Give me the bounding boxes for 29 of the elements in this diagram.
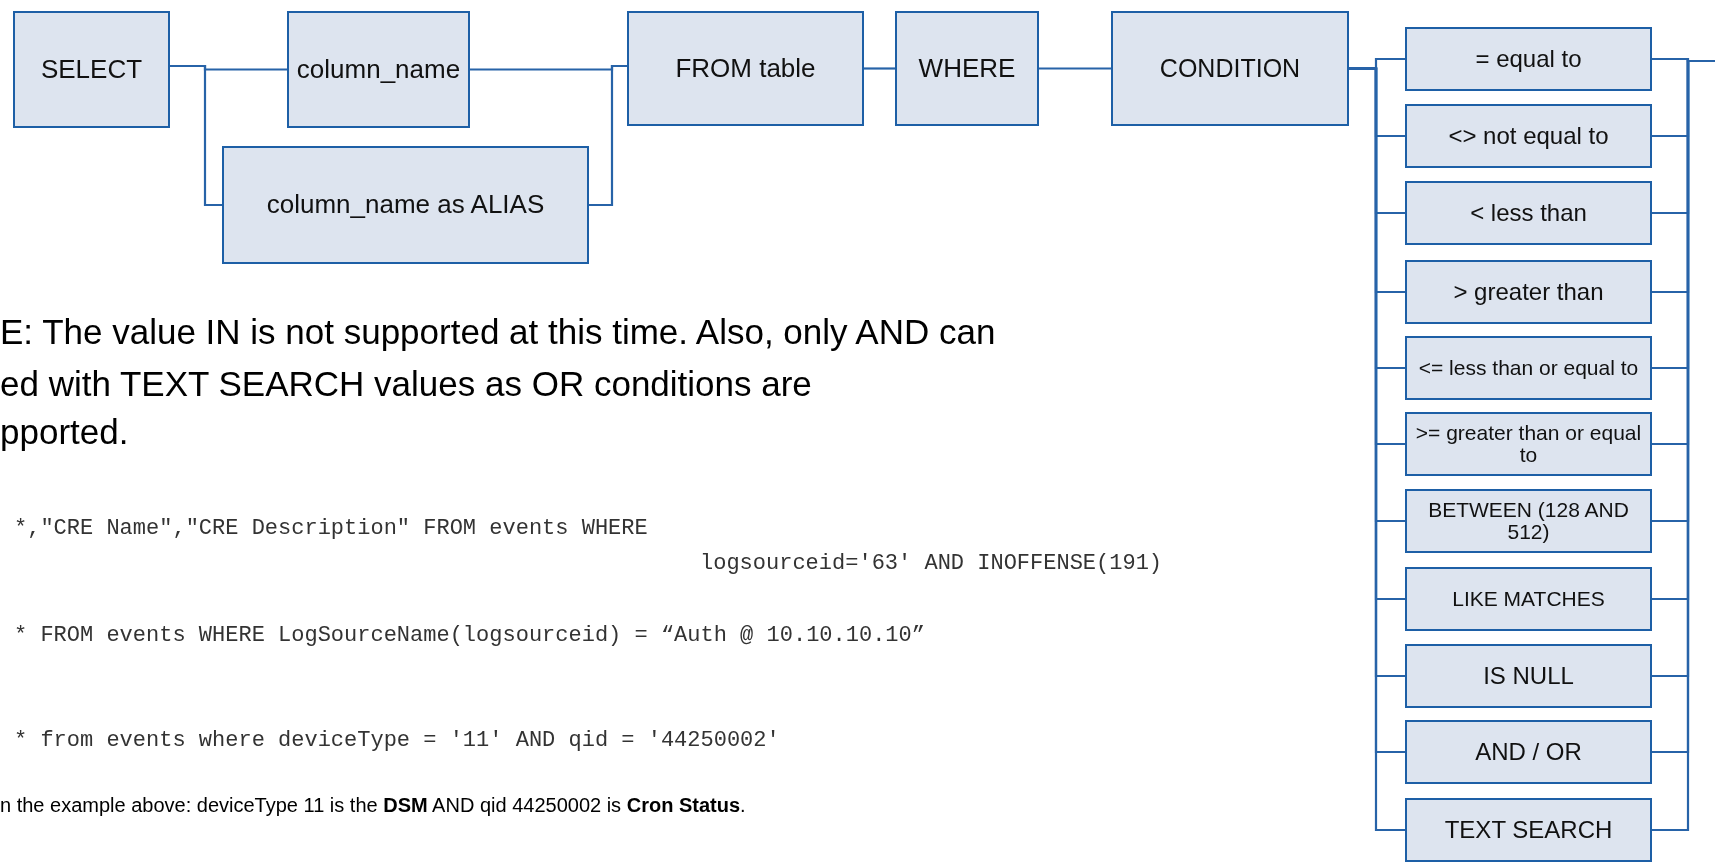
operator-box: BETWEEN (128 AND 512) — [1405, 489, 1652, 553]
operator-box: > greater than — [1405, 260, 1652, 324]
operator-box: >= greater than or equal to — [1405, 412, 1652, 476]
operator-box: TEXT SEARCH — [1405, 798, 1652, 862]
code-line: * from events where deviceType = '11' AND qid = '44250002' — [14, 728, 780, 753]
operator-box: < less than — [1405, 181, 1652, 245]
code-line: * FROM events WHERE LogSourceName(logsourceid) = “Auth @ 10.10.10.10” — [14, 623, 925, 648]
operator-box: LIKE MATCHES — [1405, 567, 1652, 631]
syntax-box: CONDITION — [1111, 11, 1349, 126]
operator-box: <> not equal to — [1405, 104, 1652, 168]
operator-box: <= less than or equal to — [1405, 336, 1652, 400]
operator-box: AND / OR — [1405, 720, 1652, 784]
operator-box: = equal to — [1405, 27, 1652, 91]
syntax-box: SELECT — [13, 11, 170, 128]
footnote-text: n the example above: deviceType 11 is the DSM AND qid 44250002 is Cron Status. — [0, 794, 746, 817]
code-line: logsourceid='63' AND INOFFENSE(191) — [700, 551, 1163, 576]
operator-box: IS NULL — [1405, 644, 1652, 708]
syntax-box: column_name — [287, 11, 470, 128]
note-text: ed with TEXT SEARCH values as OR conditions are — [0, 364, 812, 404]
note-text: pported. — [0, 412, 129, 452]
syntax-box: column_name as ALIAS — [222, 146, 589, 264]
connector-line — [864, 67, 895, 70]
note-text: E: The value IN is not supported at this time. Also, only AND can — [0, 312, 996, 352]
connector-line — [1039, 67, 1111, 70]
syntax-box: FROM table — [627, 11, 864, 126]
syntax-box: WHERE — [895, 11, 1039, 126]
connector-line — [589, 64, 627, 207]
code-line: *,"CRE Name","CRE Description" FROM events WHERE — [14, 516, 648, 541]
connector-line — [170, 64, 222, 207]
